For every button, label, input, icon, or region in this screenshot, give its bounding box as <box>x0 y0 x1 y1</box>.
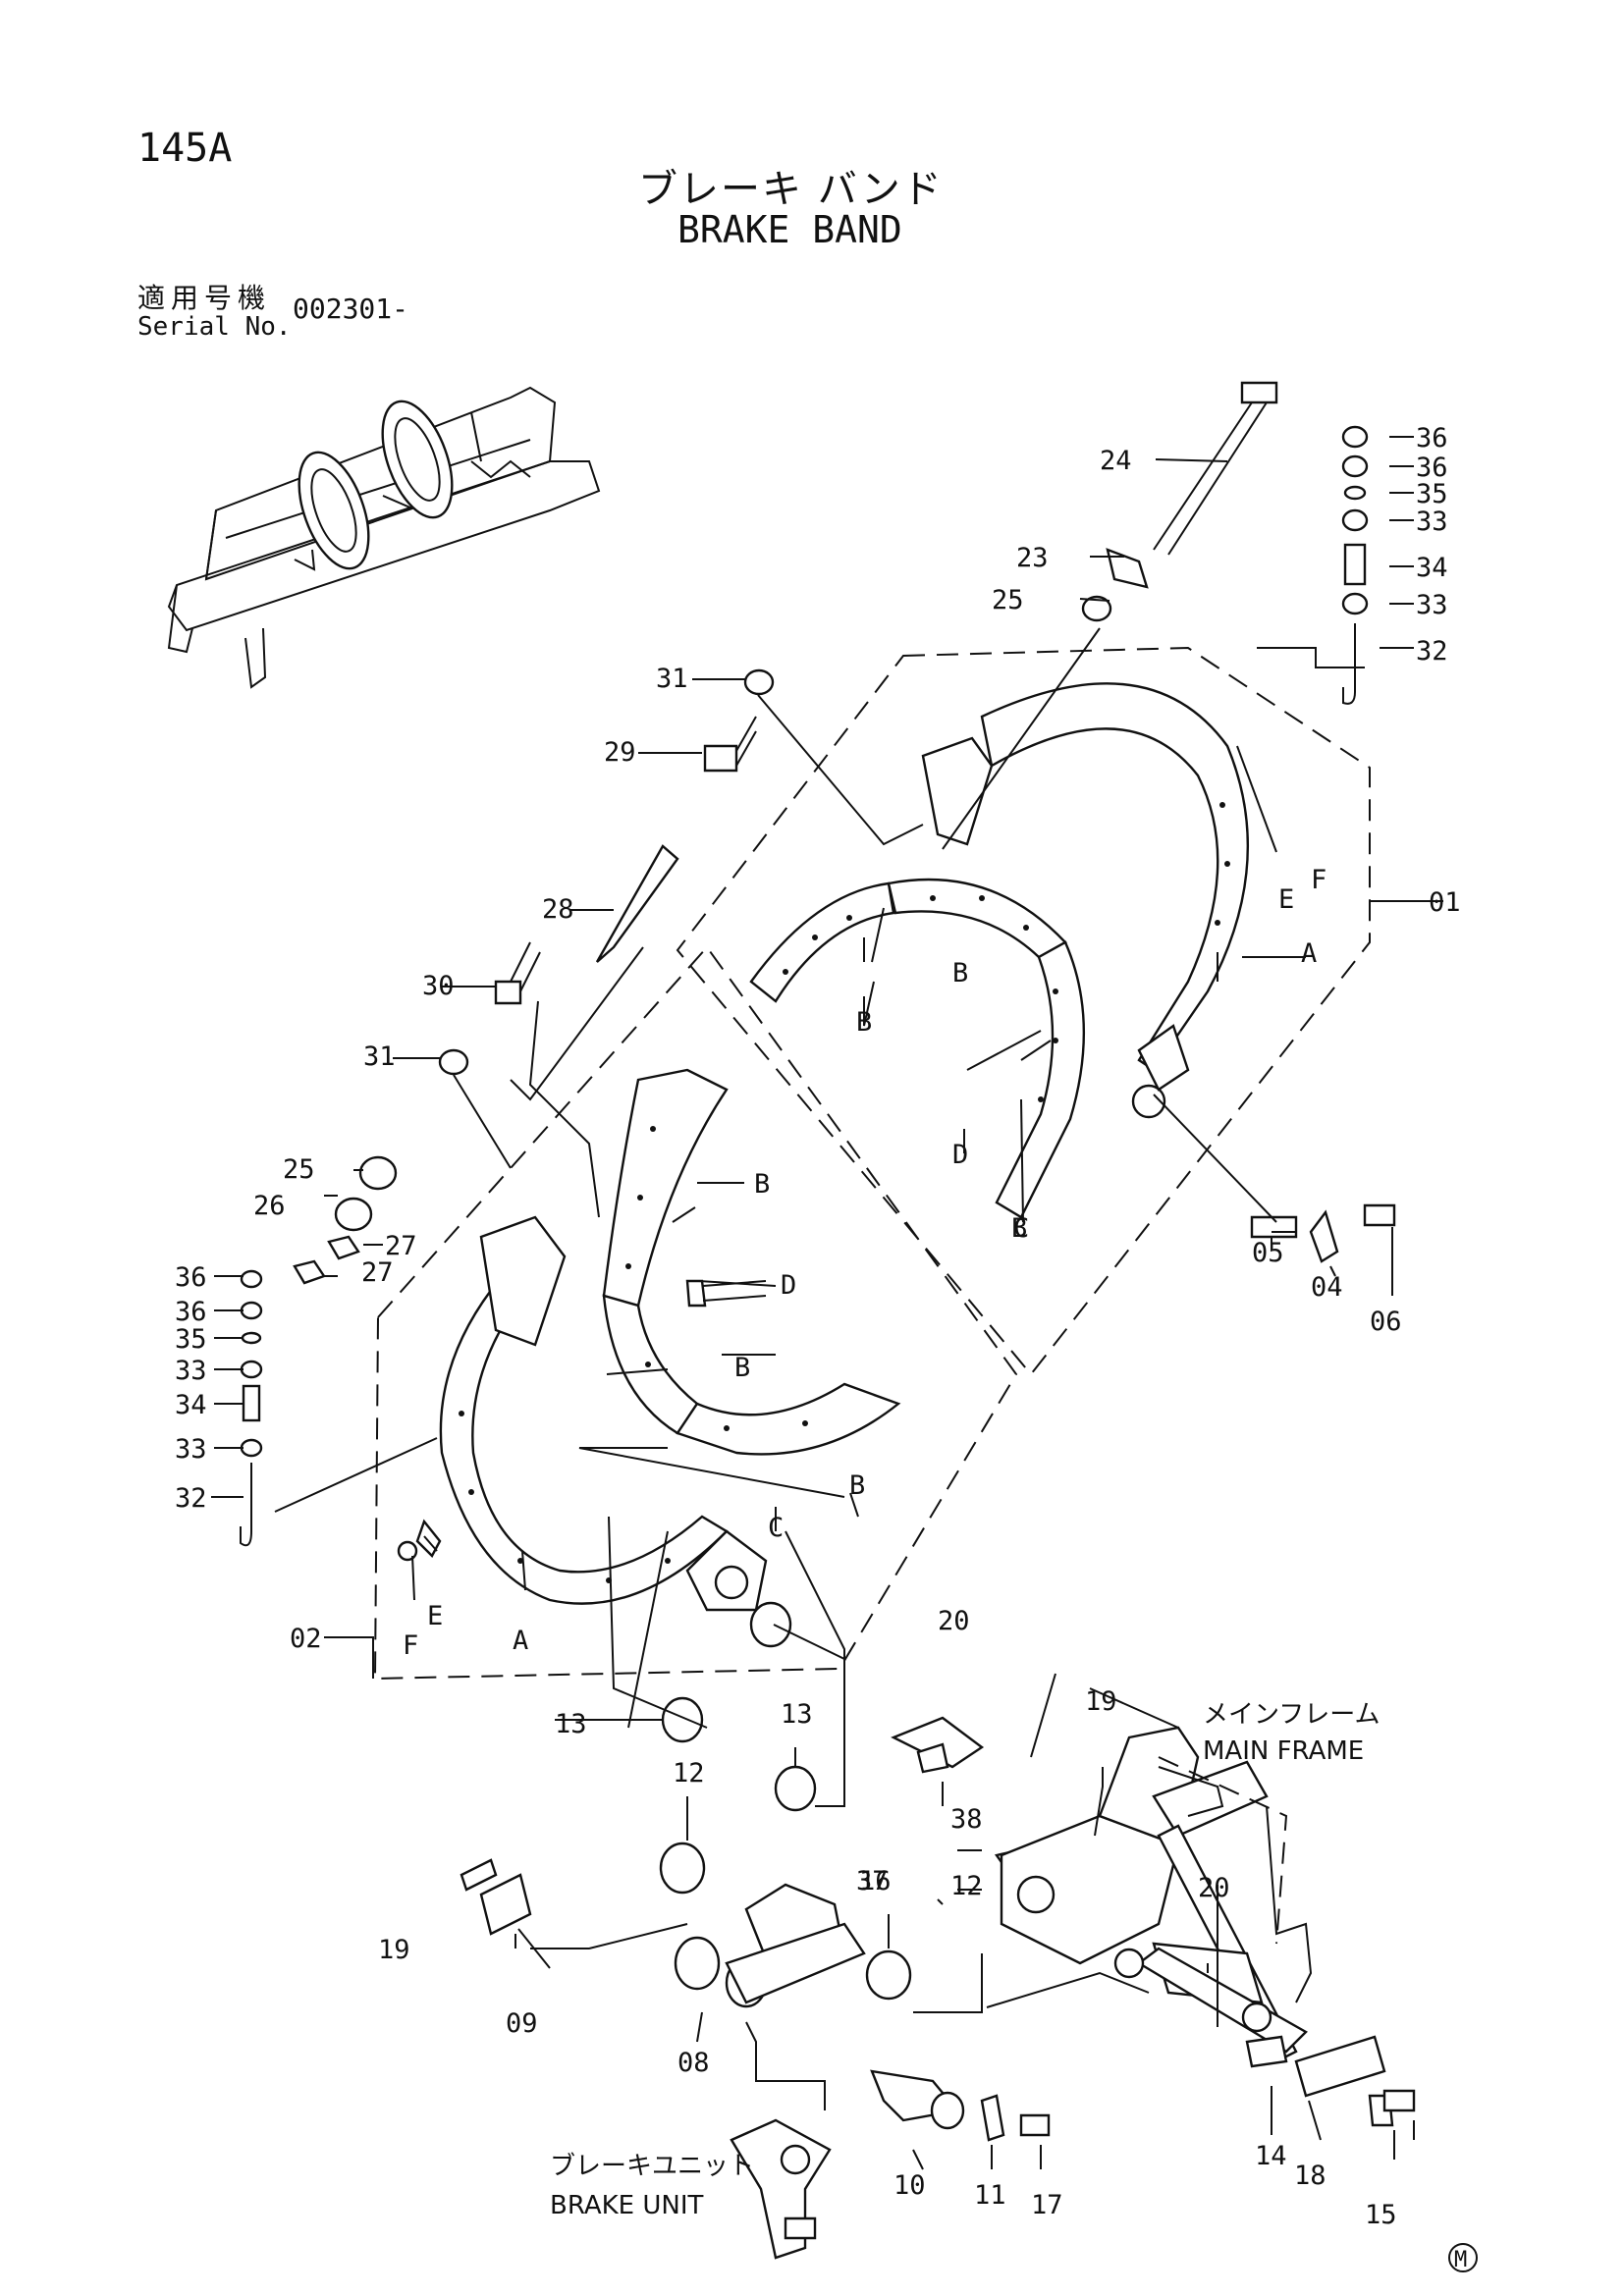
callout-label: D <box>952 1140 968 1170</box>
callout-label: 35 <box>175 1324 207 1355</box>
callout-label: 30 <box>422 971 455 1001</box>
callout-label: 02 <box>290 1624 322 1654</box>
callout-label: 28 <box>542 894 574 925</box>
callout-label: B <box>754 1169 770 1200</box>
callout-label: 17 <box>1031 2190 1063 2220</box>
callout-labels: 24 36 36 35 33 34 33 32 23 25 31 29 28 3… <box>175 423 1461 2230</box>
callout-label: 23 <box>1016 543 1049 573</box>
callout-label: 35 <box>1416 479 1448 509</box>
callout-label: 27 <box>361 1257 394 1288</box>
brake-unit-caption-japanese: ブレーキユニット <box>550 2152 754 2181</box>
callout-label: F <box>403 1630 418 1661</box>
callout-label: 38 <box>950 1804 983 1835</box>
callout-label: 32 <box>1416 636 1448 667</box>
callout-label: 05 <box>1252 1238 1284 1268</box>
callout-label: 12 <box>673 1758 705 1789</box>
callout-label: 19 <box>1085 1686 1117 1717</box>
callout-label: C <box>768 1513 784 1543</box>
callout-label: 18 <box>1294 2161 1326 2191</box>
callout-label: C <box>1013 1213 1029 1244</box>
callout-label: 11 <box>974 2180 1006 2211</box>
callout-label: 26 <box>253 1191 286 1221</box>
callout-label: 06 <box>1370 1307 1402 1337</box>
callout-label: 33 <box>1416 507 1448 537</box>
callout-label: 31 <box>656 664 688 694</box>
callout-label: 37 <box>856 1866 889 1896</box>
callout-label: E <box>1278 884 1294 915</box>
callout-label: 25 <box>283 1154 315 1185</box>
serial-label-japanese: 適用号機 <box>137 282 272 314</box>
callout-label: A <box>1301 938 1317 969</box>
callout-label: 04 <box>1311 1272 1343 1303</box>
callout-label: 33 <box>175 1434 207 1465</box>
brake-unit-caption: BRAKE UNIT <box>550 2191 704 2220</box>
callout-label: A <box>513 1626 528 1656</box>
undercarriage-overview-icon <box>167 386 601 689</box>
manufacturer-mark-letter: M <box>1454 2248 1467 2272</box>
callout-label: 15 <box>1365 2200 1397 2230</box>
callout-label: 20 <box>938 1606 970 1636</box>
callout-leader-lines <box>211 436 1443 2170</box>
callout-label: 31 <box>363 1041 396 1072</box>
serial-number-value: 002301- <box>293 293 409 325</box>
callout-label: 33 <box>1416 590 1448 620</box>
callout-label: 20 <box>1198 1873 1230 1903</box>
main-frame-caption-japanese: メインフレーム <box>1203 1700 1380 1730</box>
callout-label: 16 <box>859 1866 892 1896</box>
lower-lining-b-3 <box>676 1382 901 1456</box>
page-title: BRAKE BAND <box>677 208 902 251</box>
callout-label: B <box>1011 1213 1027 1244</box>
lining-holes <box>459 802 1230 1583</box>
upper-lining-b-1 <box>749 881 895 1003</box>
callout-label: 36 <box>175 1297 207 1327</box>
callout-label: 13 <box>555 1709 587 1739</box>
bolt-nut-washer-icon <box>240 381 1396 1562</box>
callout-label: D <box>781 1270 796 1301</box>
callout-label: 34 <box>175 1390 207 1420</box>
callout-label: 36 <box>1416 453 1448 483</box>
callout-label: 25 <box>992 585 1024 615</box>
upper-lining-b-3 <box>995 940 1085 1219</box>
callout-label: 13 <box>781 1699 813 1730</box>
callout-label: 36 <box>175 1262 207 1293</box>
assembly-boundary-01 <box>676 646 1371 1376</box>
callout-label: B <box>849 1470 865 1501</box>
lower-brake-band <box>439 1215 768 1612</box>
callout-label: 32 <box>175 1483 207 1514</box>
callout-label: B <box>952 958 968 988</box>
callout-label: 08 <box>677 2048 710 2078</box>
upper-lining-b-2 <box>887 878 1067 959</box>
callout-label: 27 <box>385 1231 417 1261</box>
callout-label: E <box>427 1601 443 1631</box>
main-frame-outline <box>986 1756 1313 2008</box>
callout-label: 34 <box>1416 553 1448 583</box>
callout-label: 12 <box>950 1871 983 1901</box>
manufacturer-mark: M <box>1448 2243 1478 2272</box>
callout-label: B <box>734 1353 750 1383</box>
page-number: 145A <box>137 126 233 171</box>
serial-label: Serial No. <box>137 312 292 342</box>
assembly-boundary-02 <box>373 945 1018 1681</box>
callout-label: 01 <box>1429 887 1461 918</box>
upper-brake-band <box>921 682 1250 1119</box>
main-frame-caption: MAIN FRAME <box>1203 1736 1364 1766</box>
callout-label: 24 <box>1100 446 1132 476</box>
brake-unit-assembly <box>460 1601 1416 2260</box>
callout-label: 10 <box>893 2170 926 2201</box>
callout-label: 36 <box>1416 423 1448 454</box>
callout-label: 14 <box>1255 2141 1287 2171</box>
callout-label: 29 <box>604 737 636 768</box>
callout-label: F <box>1311 865 1326 895</box>
callout-label: 19 <box>378 1935 410 1965</box>
callout-label: B <box>856 1007 872 1038</box>
callout-label: 09 <box>506 2008 538 2039</box>
callout-label: 33 <box>175 1356 207 1386</box>
page-title-japanese: ブレーキ バンド <box>638 167 944 212</box>
lower-lining-b-1 <box>602 1068 729 1308</box>
